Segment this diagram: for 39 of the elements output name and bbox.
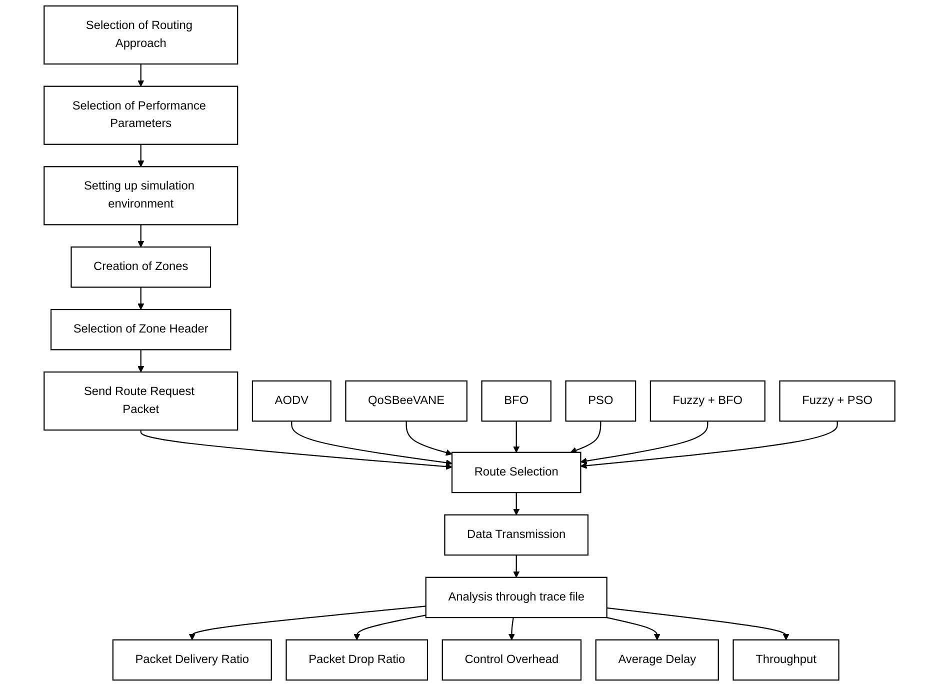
arrow [354, 614, 426, 640]
arrow [513, 421, 520, 453]
node-box: Send Route Request Packet [44, 371, 238, 431]
arrow [580, 421, 838, 469]
arrow [570, 421, 602, 454]
arrow [508, 617, 515, 640]
arrow [606, 617, 660, 640]
arrow [140, 430, 452, 470]
arrow [138, 64, 144, 87]
arrow [406, 421, 452, 456]
arrow [138, 287, 144, 310]
node-box: Average Delay [595, 639, 719, 681]
node-box: Selection of Zone Header [50, 308, 232, 350]
node-box: Throughput [732, 639, 840, 681]
node-box: Data Transmission [444, 514, 589, 556]
node-box: AODV [252, 380, 332, 422]
arrow [138, 224, 144, 248]
node-box: Route Selection [451, 452, 582, 494]
node-box: Fuzzy + BFO [650, 380, 766, 422]
node-box: Control Overhead [442, 639, 582, 681]
node-box: PSO [565, 380, 636, 422]
node-box: BFO [481, 380, 552, 422]
node-box: Selection of Routing Approach [44, 5, 238, 65]
node-box: Creation of Zones [70, 246, 212, 288]
node-box: Analysis through trace file [425, 576, 608, 618]
arrow [138, 350, 144, 372]
node-box: Packet Delivery Ratio [112, 639, 272, 681]
node-box: Selection of Performance Parameters [44, 86, 238, 145]
arrow [138, 144, 144, 167]
arrow [580, 421, 708, 464]
arrow [513, 555, 520, 578]
arrow [606, 607, 790, 640]
arrow [513, 492, 520, 516]
arrow [291, 421, 452, 466]
node-box: Fuzzy + PSO [779, 380, 896, 422]
node-box: QoSBeeVANE [345, 380, 468, 422]
node-box: Setting up simulation environment [44, 166, 238, 226]
arrow [188, 606, 426, 640]
node-box: Packet Drop Ratio [286, 639, 428, 681]
